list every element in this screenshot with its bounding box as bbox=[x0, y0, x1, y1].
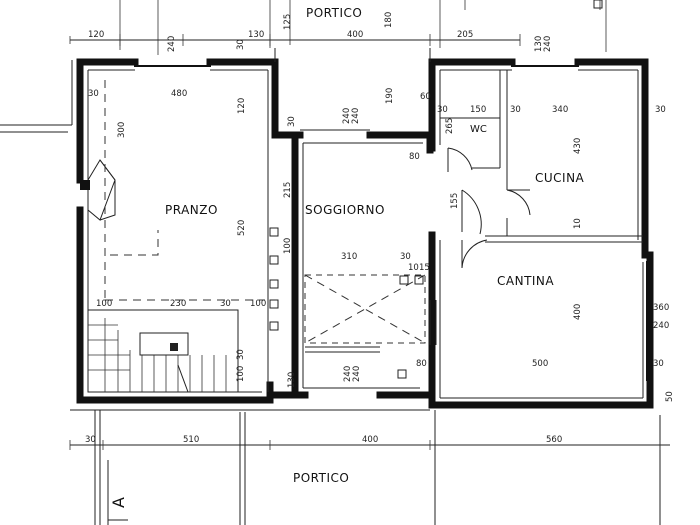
dim-wc-340: 340 bbox=[552, 105, 568, 115]
room-label-cucina: CUCINA bbox=[535, 171, 585, 185]
staircase bbox=[87, 309, 239, 393]
dim-so-30: 30 bbox=[287, 116, 297, 127]
dim-top-240b: 240 bbox=[543, 36, 553, 52]
room-label-wc: WC bbox=[470, 124, 487, 135]
dim-st-100c: 100 bbox=[236, 366, 246, 382]
dim-wc-30b: 30 bbox=[510, 105, 521, 115]
dim-st-100: 100 bbox=[96, 299, 112, 309]
room-label-portico-bottom: PORTICO bbox=[293, 471, 349, 485]
dim-top-205: 205 bbox=[457, 30, 473, 40]
fireplace bbox=[80, 159, 116, 221]
dim-st-100b: 100 bbox=[250, 299, 266, 309]
dim-pr-120: 120 bbox=[237, 98, 247, 114]
room-label-soggiorno: SOGGIORNO bbox=[305, 203, 385, 217]
dim-bo-560: 560 bbox=[546, 435, 562, 445]
dim-top-180: 180 bbox=[384, 12, 394, 28]
dim-cu-10: 10 bbox=[573, 218, 583, 229]
door-swings bbox=[447, 147, 531, 269]
dim-so-80: 80 bbox=[409, 152, 420, 162]
dim-so-215: 215 bbox=[283, 182, 293, 198]
dim-so-100: 100 bbox=[283, 238, 293, 254]
dim-so-15: 15 bbox=[419, 263, 430, 273]
dim-top-240a: 240 bbox=[167, 36, 177, 52]
dim-wc-265: 265 bbox=[445, 118, 455, 134]
dim-bo-130: 130 bbox=[287, 372, 297, 388]
dim-so-310: 310 bbox=[341, 252, 357, 262]
dim-top-30a: 30 bbox=[236, 39, 246, 50]
dim-st-230: 230 bbox=[170, 299, 186, 309]
dim-so-240: 240 bbox=[342, 108, 352, 124]
dim-wc-30c: 30 bbox=[655, 105, 666, 115]
soggiorno-overlay bbox=[269, 227, 437, 379]
dim-left-480: 480 bbox=[171, 89, 187, 99]
dim-top-125: 125 bbox=[283, 14, 293, 30]
dim-st-30: 30 bbox=[220, 299, 231, 309]
dim-ca-360: 360 bbox=[653, 303, 669, 313]
dim-pr-520: 520 bbox=[237, 220, 247, 236]
dim-ca-80: 80 bbox=[416, 359, 427, 369]
section-marker-a: A bbox=[109, 497, 128, 508]
dim-left-30: 30 bbox=[88, 89, 99, 99]
dim-bo-240: 240 bbox=[343, 366, 353, 382]
dim-so-240b: 240 bbox=[351, 108, 361, 124]
dim-cu-155: 155 bbox=[450, 193, 460, 209]
dim-ca-240: 240 bbox=[653, 321, 669, 331]
pranzo-dashed bbox=[104, 80, 265, 301]
dim-st-30b: 30 bbox=[236, 349, 246, 360]
dim-so-30b: 30 bbox=[400, 252, 411, 262]
dim-left-300: 300 bbox=[117, 122, 127, 138]
dim-so-10: 10 bbox=[408, 263, 419, 273]
room-label-portico-top: PORTICO bbox=[306, 6, 362, 20]
dim-ca-400: 400 bbox=[573, 304, 583, 320]
dim-cu-430: 430 bbox=[573, 138, 583, 154]
dim-wc-60: 60 bbox=[420, 92, 431, 102]
dimension-labels: 120 130 400 205 30 480 80 310 30 10 15 1… bbox=[85, 12, 675, 445]
dim-bo-400: 400 bbox=[362, 435, 378, 445]
dim-wc-150: 150 bbox=[470, 105, 486, 115]
dim-wc-30: 30 bbox=[437, 105, 448, 115]
dim-bo-240b: 240 bbox=[352, 366, 362, 382]
top-dimension-chain bbox=[69, 34, 521, 46]
dim-so-190: 190 bbox=[385, 88, 395, 104]
portico-bottom-structure bbox=[69, 409, 670, 525]
dim-ca-500: 500 bbox=[532, 359, 548, 369]
exterior-walls bbox=[76, 58, 654, 409]
left-wall-extension bbox=[0, 60, 73, 133]
dim-bo-510: 510 bbox=[183, 435, 199, 445]
dim-top-130b: 130 bbox=[534, 36, 544, 52]
dim-ca-50: 50 bbox=[665, 391, 675, 402]
room-label-pranzo: PRANZO bbox=[165, 203, 218, 217]
dim-top-400: 400 bbox=[347, 30, 363, 40]
dim-top-120: 120 bbox=[88, 30, 104, 40]
dim-bo-30: 30 bbox=[85, 435, 96, 445]
dim-ca-30: 30 bbox=[653, 359, 664, 369]
dim-top-130: 130 bbox=[248, 30, 264, 40]
room-label-cantina: CANTINA bbox=[497, 274, 554, 288]
